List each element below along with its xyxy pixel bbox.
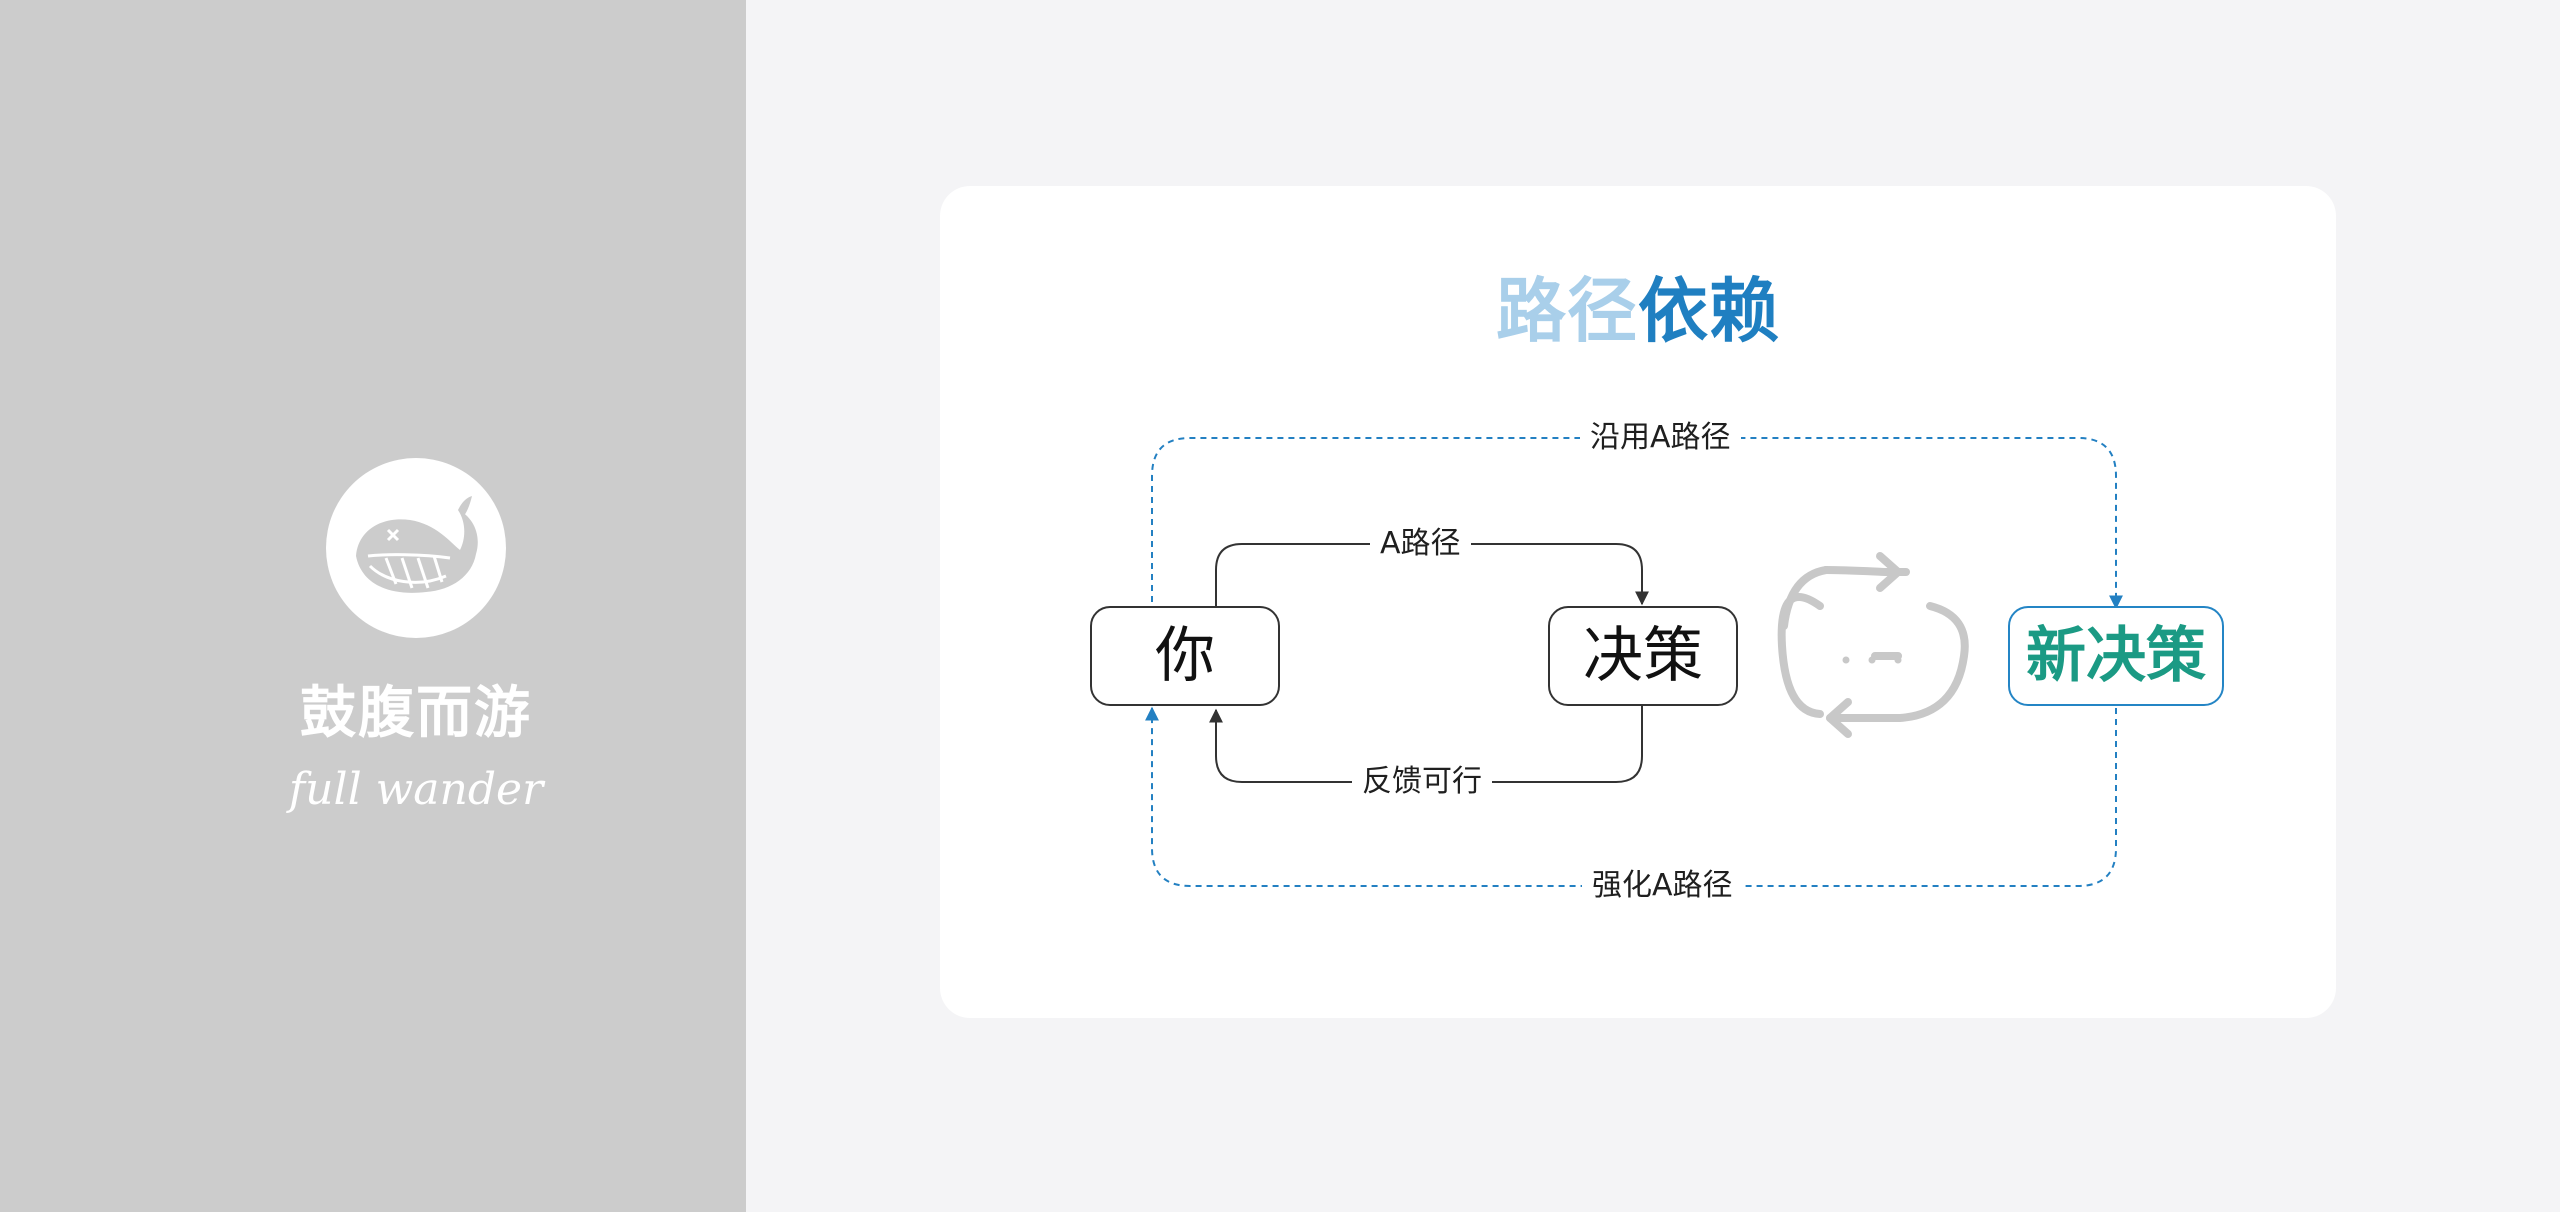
cycle-dot bbox=[1894, 656, 1902, 664]
edge-follow-a-path-line bbox=[1151, 437, 2123, 610]
sidebar: 鼓腹而游 full wander bbox=[0, 0, 746, 1212]
cycle-dot bbox=[1842, 656, 1850, 664]
diagram-title: 路径依赖 bbox=[940, 268, 2336, 354]
label-reinforce-a-path: 强化A路径 bbox=[1582, 866, 1743, 906]
whale-logo-icon bbox=[326, 458, 506, 638]
label-feedback: 反馈可行 bbox=[1352, 762, 1492, 802]
title-part-2: 依赖 bbox=[1638, 270, 1780, 352]
label-a-path: A路径 bbox=[1370, 524, 1471, 564]
edge-follow-a-path bbox=[1152, 438, 2120, 606]
repeat-cycle-icon bbox=[1777, 552, 1969, 738]
label-follow-a-path: 沿用A路径 bbox=[1580, 418, 1741, 458]
node-decision: 决策 bbox=[1548, 606, 1738, 706]
node-you: 你 bbox=[1090, 606, 1280, 706]
title-part-1: 路径 bbox=[1496, 270, 1638, 352]
cycle-dot bbox=[1868, 656, 1876, 664]
node-new-decision: 新决策 bbox=[2008, 606, 2224, 706]
brand-subtitle: full wander bbox=[288, 764, 544, 815]
edge-reinforce-a-path-line bbox=[1145, 706, 2117, 887]
diagram-card: 路径依赖 沿用A路径 A路径 反馈可行 强化A路径 你 决策 新决策 bbox=[940, 186, 2336, 1018]
brand-name: 鼓腹而游 bbox=[300, 681, 532, 746]
